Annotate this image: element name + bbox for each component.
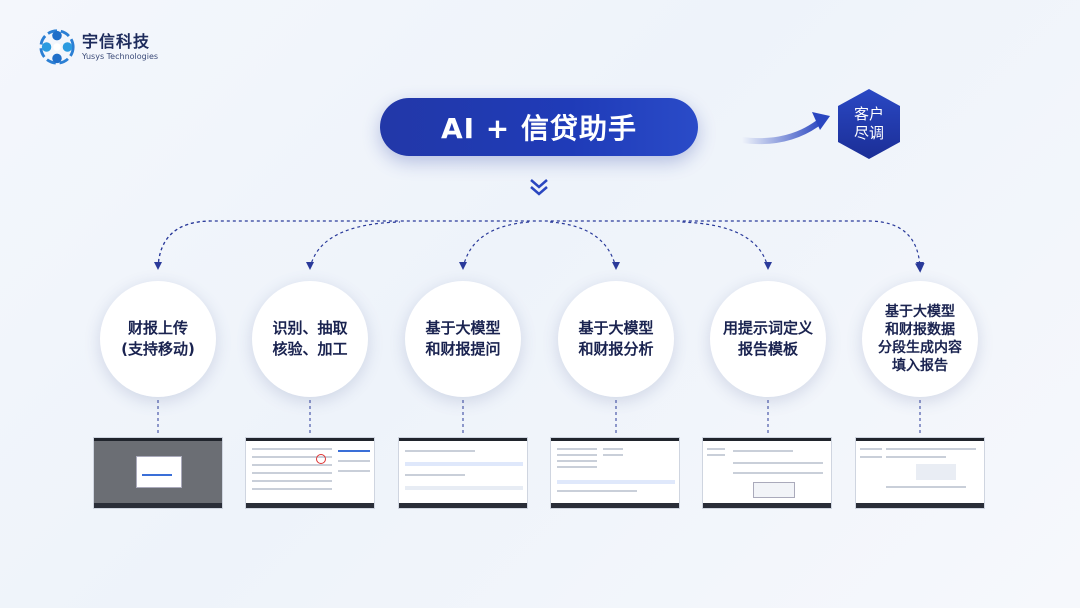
screenshot-thumbnail-qa [398,437,528,509]
step-node-2: 识别、抽取 核验、加工 [252,281,368,397]
hexagon-label: 客户 尽调 [853,105,884,142]
screenshot-thumbnail-analysis [550,437,680,509]
step-label: 识别、抽取 核验、加工 [272,319,348,358]
screenshot-thumbnail-report [855,437,985,509]
screenshot-thumbnail-template [702,437,832,509]
brand-name-en: Yusys Technologies [82,51,159,61]
step-node-1: 财报上传 (支持移动) [100,281,216,397]
double-chevron-down-icon [530,179,548,196]
company-logo: 宇信科技 Yusys Technologies [38,28,158,66]
curved-arrow-right-icon [739,117,825,145]
customer-due-diligence-hexagon: 客户 尽调 [837,88,901,160]
step-node-4: 基于大模型 和财报分析 [558,281,674,397]
screenshot-thumbnail-extract [245,437,375,509]
logo-icon [39,29,75,65]
brand-name: 宇信科技 [82,31,151,51]
step-node-6: 基于大模型 和财报数据 分段生成内容 填入报告 [862,281,978,397]
screenshot-thumbnail-upload [93,437,223,509]
step-label: 财报上传 (支持移动) [121,319,195,358]
page-title: AI + 信贷助手 [380,98,698,156]
step-node-3: 基于大模型 和财报提问 [405,281,521,397]
step-label: 基于大模型 和财报分析 [578,319,654,358]
step-label: 基于大模型 和财报提问 [425,319,501,358]
step-label: 基于大模型 和财报数据 分段生成内容 填入报告 [878,304,962,374]
step-label: 用提示词定义 报告模板 [722,319,813,358]
step-node-5: 用提示词定义 报告模板 [710,281,826,397]
